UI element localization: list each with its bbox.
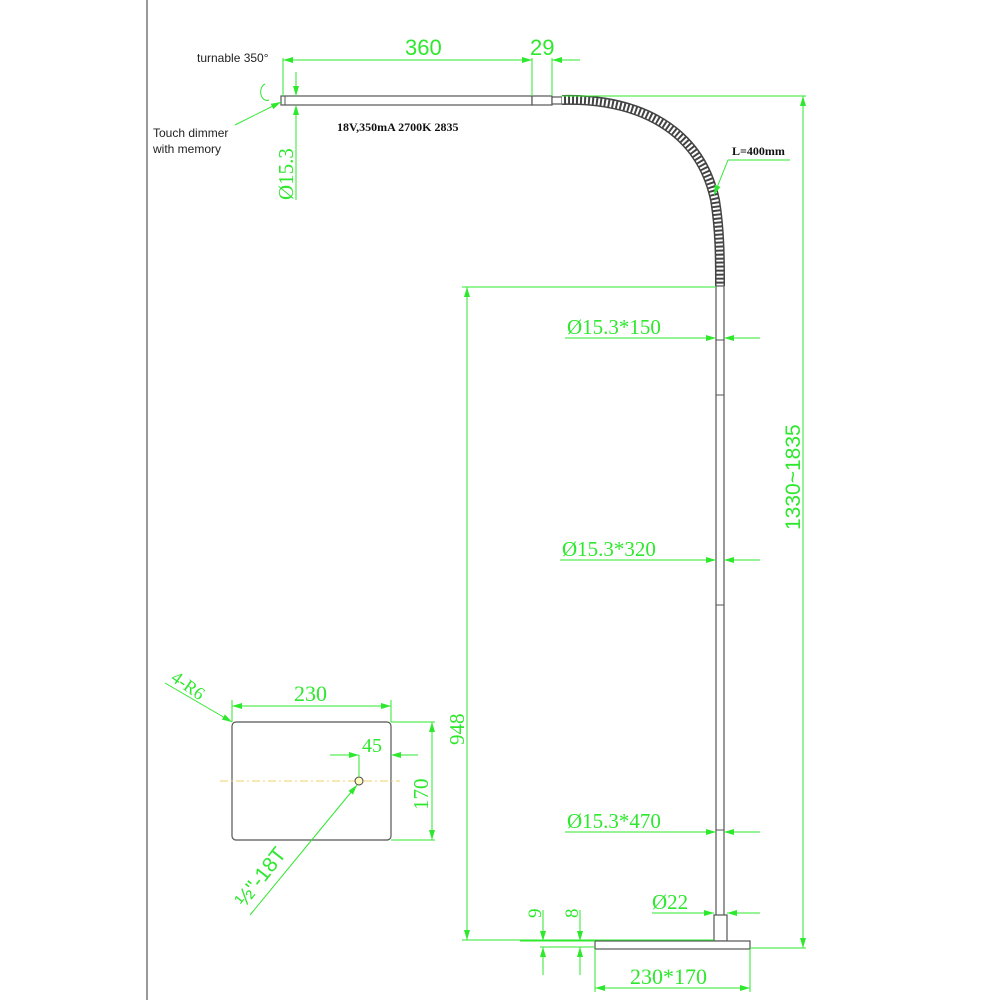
base-thickness-b-label: 8	[562, 909, 583, 919]
base-width-label: 230	[294, 681, 327, 706]
collar	[713, 914, 728, 942]
pole-middle-label: Ø15.3*320	[562, 537, 656, 561]
base-top-view	[164, 682, 435, 916]
gooseneck-length-label: L=400mm	[732, 144, 785, 158]
pole	[594, 285, 751, 950]
dimension-lines	[234, 57, 806, 992]
turnable-label: turnable 350°	[197, 51, 269, 65]
gooseneck	[561, 94, 725, 287]
lamp-head	[280, 95, 563, 106]
pole-top-label: Ø15.3*150	[567, 315, 661, 339]
head-length-label: 360	[405, 35, 442, 60]
base-size-label: 230*170	[630, 964, 707, 989]
pole-bottom-label: Ø15.3*470	[567, 809, 661, 833]
touch-dimmer-label-1: Touch dimmer	[153, 126, 228, 140]
thread-label: ½"-18T	[231, 843, 291, 911]
spec-label: 18V,350mA 2700K 2835	[337, 120, 458, 134]
corner-radius-label: 4-R6	[168, 667, 209, 704]
threaded-hole	[354, 776, 364, 786]
head-diameter-label: Ø15.3	[274, 148, 298, 200]
pole-height-label: 948	[445, 714, 469, 746]
total-height-label: 1330~1835	[782, 424, 805, 530]
base-plate	[594, 940, 751, 950]
base-thickness-a-label: 9	[525, 909, 546, 919]
hole-offset-label: 45	[362, 735, 382, 757]
joint	[531, 95, 553, 106]
base-depth-label: 170	[409, 779, 433, 811]
touch-dimmer-label-2: with memory	[152, 142, 221, 156]
collar-label: Ø22	[652, 890, 688, 914]
joint-length-label: 29	[530, 35, 554, 60]
